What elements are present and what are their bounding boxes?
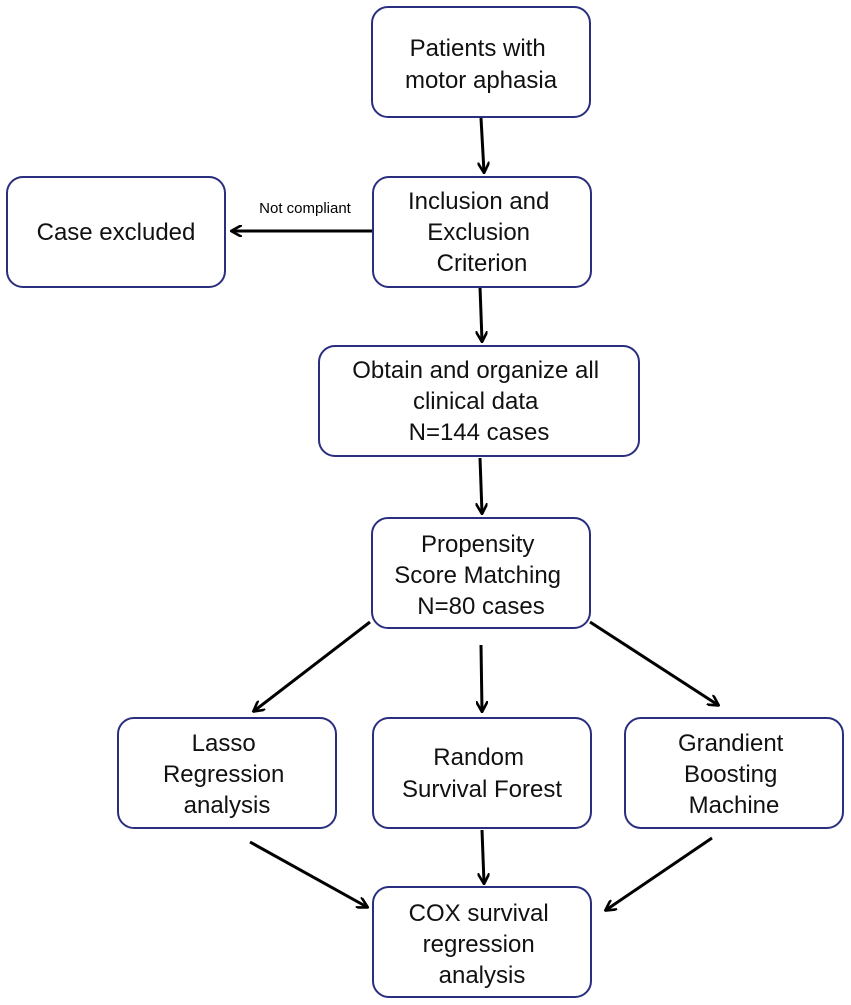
node-patients: Patients with motor aphasia <box>371 6 591 118</box>
node-psm-label: Propensity Score Matching N=80 cases <box>394 531 567 620</box>
node-excluded-label: Case excluded <box>37 219 196 246</box>
node-rsf: Random Survival Forest <box>372 717 592 829</box>
arrow-criteria-to-clinical <box>480 286 482 341</box>
arrow-psm-to-lasso <box>254 620 371 711</box>
node-cox-label: COX survival regression analysis <box>409 900 556 989</box>
node-rsf-label: Random Survival Forest <box>402 744 562 803</box>
arrow-rsf-to-cox <box>482 829 484 883</box>
node-excluded: Case excluded <box>6 176 226 288</box>
node-lasso-label: Lasso Regression analysis <box>163 730 291 819</box>
node-cox: COX survival regression analysis <box>372 886 592 998</box>
node-gbm-label: Grandient Boosting Machine <box>678 730 790 819</box>
arrow-psm-to-rsf <box>481 644 482 711</box>
node-clinical: Obtain and organize all clinical data N=… <box>318 345 640 457</box>
arrow-clinical-to-psm <box>480 457 482 513</box>
node-clinical-label: Obtain and organize all clinical data N=… <box>352 357 606 446</box>
node-criteria-label: Inclusion and Exclusion Criterion <box>408 188 556 277</box>
node-patients-label: Patients with motor aphasia <box>405 35 558 94</box>
edges: Not compliant <box>232 117 718 910</box>
arrow-patients-to-criteria <box>481 117 484 172</box>
node-psm: Propensity Score Matching N=80 cases <box>371 517 591 629</box>
node-gbm: Grandient Boosting Machine <box>624 717 844 829</box>
arrow-gbm-to-cox <box>606 836 713 910</box>
arrow-lasso-to-cox <box>249 840 367 907</box>
node-lasso: Lasso Regression analysis <box>117 717 337 829</box>
node-criteria: Inclusion and Exclusion Criterion <box>372 176 592 288</box>
arrow-psm-to-gbm <box>589 620 718 705</box>
edge-label-not-compliant: Not compliant <box>259 200 352 217</box>
